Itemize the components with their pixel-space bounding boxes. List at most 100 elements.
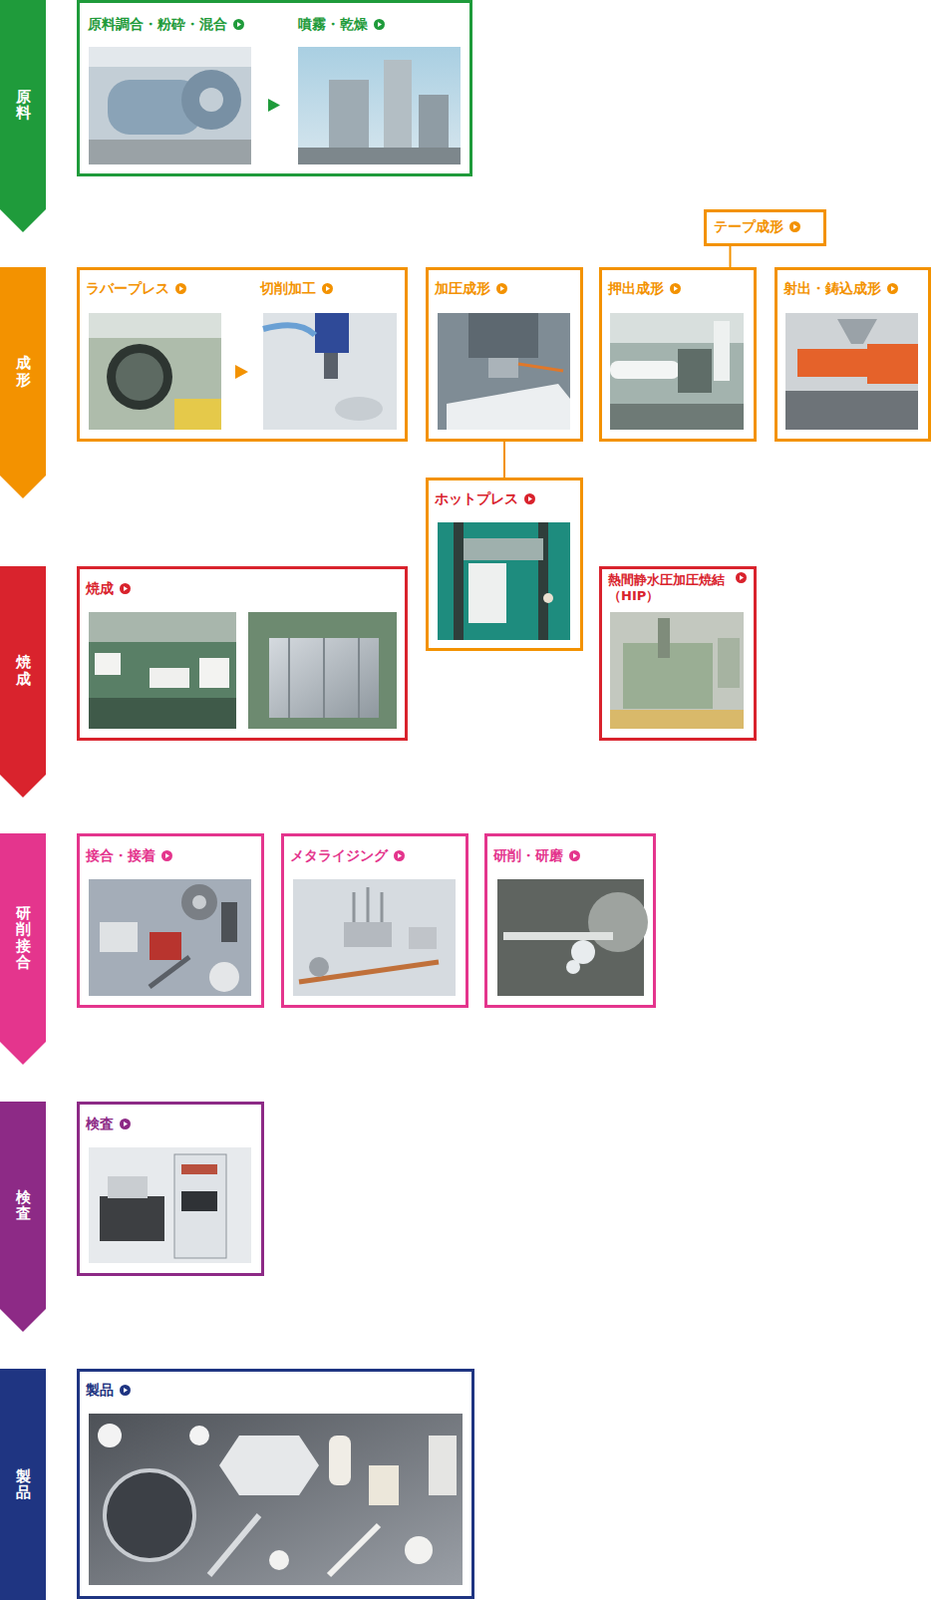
step-title: ラバープレス xyxy=(85,280,170,298)
process-band: 焼成 xyxy=(0,566,46,798)
play-icon-triangle xyxy=(397,853,402,859)
process-band: 製品 xyxy=(0,1368,46,1600)
step-heading: 原料調合・粉砕・混合 xyxy=(87,15,245,33)
stage-label: 製品 xyxy=(15,1468,31,1502)
step-title: 熱間静水圧加圧焼結（HIP） xyxy=(608,572,730,604)
play-icon-triangle xyxy=(891,286,896,292)
step-heading: 押出成形 xyxy=(608,280,681,298)
play-icon xyxy=(373,18,385,30)
photo-inspection xyxy=(88,1147,252,1263)
stage-label: 成形 xyxy=(15,354,31,388)
process-box: 加圧成形 xyxy=(425,267,584,442)
play-icon xyxy=(524,493,536,505)
connector xyxy=(504,441,506,478)
play-icon-triangle xyxy=(237,21,242,27)
process-box: テープ成形 xyxy=(703,209,827,247)
band-arrow-fill xyxy=(0,566,46,798)
band-arrow-fill xyxy=(0,267,46,499)
play-icon-circle xyxy=(669,283,681,295)
play-icon-circle xyxy=(233,18,245,30)
play-icon xyxy=(393,850,405,862)
step-heading: 噴霧・乾燥 xyxy=(298,15,385,33)
step-title: 焼成 xyxy=(85,580,114,598)
step-heading: 検査 xyxy=(85,1115,131,1133)
photo-metallizing xyxy=(293,879,456,996)
play-icon-triangle xyxy=(377,21,382,27)
connector-line xyxy=(729,246,732,268)
band-arrow-fill xyxy=(0,833,46,1065)
process-box: ラバープレス切削加工 xyxy=(76,267,408,442)
photo-joined-parts xyxy=(88,879,252,996)
step-heading: 熱間静水圧加圧焼結（HIP） xyxy=(608,572,747,604)
photo-grinding xyxy=(497,879,648,996)
play-icon xyxy=(233,18,245,30)
play-icon-circle xyxy=(373,18,385,30)
photo-rubber-press xyxy=(88,312,222,430)
process-band: 検査 xyxy=(0,1101,46,1332)
play-icon-circle xyxy=(321,283,333,295)
photo-hip xyxy=(610,612,744,729)
step-heading: 製品 xyxy=(85,1381,131,1399)
play-icon xyxy=(119,1384,131,1396)
step-heading: 加圧成形 xyxy=(434,280,508,298)
play-icon-circle xyxy=(161,850,173,862)
play-icon-circle xyxy=(524,493,536,505)
play-icon-circle xyxy=(119,1118,131,1130)
photo-kiln xyxy=(88,612,237,729)
step-arrow xyxy=(268,98,281,112)
process-box: 検査 xyxy=(76,1101,265,1276)
step-title: テープ成形 xyxy=(713,218,784,236)
step-heading: 研削・研磨 xyxy=(493,847,581,865)
play-icon-triangle xyxy=(673,286,678,292)
play-icon-circle xyxy=(119,1384,131,1396)
play-icon xyxy=(119,1118,131,1130)
photo-hot-press xyxy=(437,522,571,640)
stage-label: 焼成 xyxy=(15,653,31,687)
step-title: 噴霧・乾燥 xyxy=(298,15,368,33)
step-heading: 接合・接着 xyxy=(85,847,173,865)
step-arrow xyxy=(235,364,249,379)
play-icon-triangle xyxy=(123,1121,128,1127)
play-icon xyxy=(321,283,333,295)
play-icon xyxy=(789,221,801,233)
play-icon-triangle xyxy=(528,496,533,502)
play-icon-circle xyxy=(175,283,187,295)
play-icon-triangle xyxy=(739,575,744,581)
step-title: 原料調合・粉砕・混合 xyxy=(87,15,228,33)
photo-cutting xyxy=(263,312,397,430)
process-band: 原料 xyxy=(0,0,46,233)
stage-label: 研削接合 xyxy=(15,905,31,971)
step-heading: テープ成形 xyxy=(713,218,801,236)
play-icon-triangle xyxy=(165,853,170,859)
play-icon-circle xyxy=(735,572,747,584)
play-icon xyxy=(669,283,681,295)
step-title: 射出・鋳込成形 xyxy=(783,280,882,298)
step-title: 加圧成形 xyxy=(434,280,491,298)
step-title: ホットプレス xyxy=(434,490,519,508)
play-icon xyxy=(735,572,747,584)
process-box: 熱間静水圧加圧焼結（HIP） xyxy=(599,566,757,741)
play-icon-circle xyxy=(496,283,508,295)
step-title: 押出成形 xyxy=(608,280,664,298)
process-box: 製品 xyxy=(76,1368,475,1599)
process-box: 研削・研磨 xyxy=(484,833,656,1008)
photo-extrusion xyxy=(610,312,744,430)
play-icon-circle xyxy=(569,850,581,862)
play-icon xyxy=(161,850,173,862)
step-title: 研削・研磨 xyxy=(493,847,564,865)
play-icon-triangle xyxy=(500,286,505,292)
step-title: 接合・接着 xyxy=(85,847,156,865)
photo-dryer xyxy=(298,46,461,165)
process-box: 押出成形 xyxy=(599,267,757,442)
stage-label: 検査 xyxy=(15,1189,31,1223)
play-icon xyxy=(496,283,508,295)
step-heading: メタライジング xyxy=(290,847,405,865)
step-heading: ラバープレス xyxy=(85,280,187,298)
stage-label: 原料 xyxy=(15,88,31,122)
process-box: 原料調合・粉砕・混合 噴霧・乾燥 xyxy=(76,0,473,177)
process-box: メタライジング xyxy=(281,833,469,1008)
play-icon xyxy=(175,283,187,295)
photo-mill xyxy=(88,46,252,165)
step-heading: 焼成 xyxy=(85,580,131,598)
